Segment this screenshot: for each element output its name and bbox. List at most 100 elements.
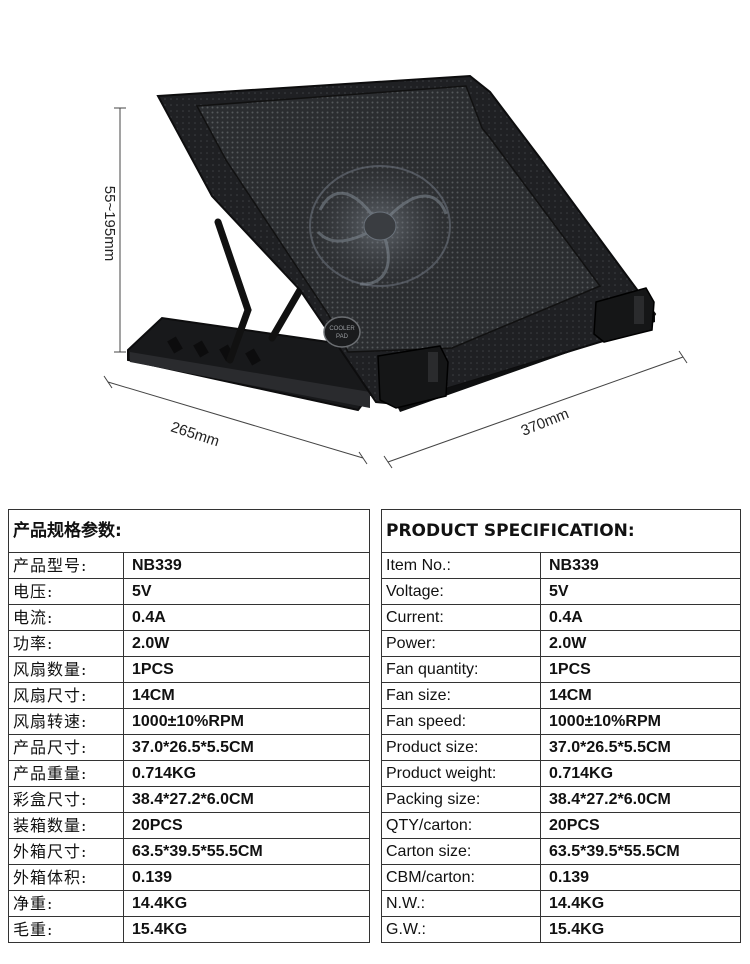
spec-label: Fan quantity: [381,656,541,683]
spec-label: Product size: [381,734,541,761]
spec-row: Fan quantity:1PCS [381,656,741,683]
spec-row: 风扇尺寸:14CM [8,682,370,709]
spec-value: 20PCS [540,812,741,839]
spec-label: 电流: [8,604,124,631]
spec-row: 彩盒尺寸:38.4*27.2*6.0CM [8,786,370,813]
spec-value: 2.0W [123,630,370,657]
spec-label: N.W.: [381,890,541,917]
spec-value: 15.4KG [123,916,370,943]
spec-value: 2.0W [540,630,741,657]
spec-value: 5V [123,578,370,605]
spec-label: Packing size: [381,786,541,813]
spec-label: Fan speed: [381,708,541,735]
spec-value: 0.139 [123,864,370,891]
dimension-width-line [383,350,688,469]
spec-value: NB339 [123,552,370,579]
spec-label: 彩盒尺寸: [8,786,124,813]
spec-value: 5V [540,578,741,605]
spec-table-title: PRODUCT SPECIFICATION: [381,509,741,553]
spec-value: 38.4*27.2*6.0CM [123,786,370,813]
spec-value: 63.5*39.5*55.5CM [123,838,370,865]
spec-value: 1000±10%RPM [123,708,370,735]
spec-label: 风扇数量: [8,656,124,683]
fan [298,154,462,298]
spec-row: Product weight:0.714KG [381,760,741,787]
spec-label: G.W.: [381,916,541,943]
left-laptop-stopper [377,345,449,409]
dimension-height-line [114,107,126,353]
spec-label: 电压: [8,578,124,605]
spec-row: Fan speed:1000±10%RPM [381,708,741,735]
spec-value: 14.4KG [540,890,741,917]
spec-row: 装箱数量:20PCS [8,812,370,839]
spec-value: 1000±10%RPM [540,708,741,735]
spec-value: 14CM [540,682,741,709]
spec-value: 1PCS [540,656,741,683]
spec-label: Power: [381,630,541,657]
spec-label: Product weight: [381,760,541,787]
spec-value: 15.4KG [540,916,741,943]
spec-row: 电流:0.4A [8,604,370,631]
spec-value: 20PCS [123,812,370,839]
right-laptop-stopper [593,287,655,343]
spec-label: 产品重量: [8,760,124,787]
spec-value: 0.139 [540,864,741,891]
spec-value: NB339 [540,552,741,579]
spec-row: Carton size:63.5*39.5*55.5CM [381,838,741,865]
spec-label: 毛重: [8,916,124,943]
spec-label: 外箱体积: [8,864,124,891]
spec-label: QTY/carton: [381,812,541,839]
spec-label: 功率: [8,630,124,657]
dimension-depth-line [103,375,368,465]
spec-label: Item No.: [381,552,541,579]
spec-value: 37.0*26.5*5.5CM [123,734,370,761]
spec-row: QTY/carton:20PCS [381,812,741,839]
spec-row: 电压:5V [8,578,370,605]
logo-text-line2: PAD [336,334,349,340]
spec-row: 外箱体积:0.139 [8,864,370,891]
spec-row: 毛重:15.4KG [8,916,370,943]
spec-label: 外箱尺寸: [8,838,124,865]
spec-value: 1PCS [123,656,370,683]
spec-value: 0.714KG [540,760,741,787]
spec-row: 外箱尺寸:63.5*39.5*55.5CM [8,838,370,865]
spec-row: Fan size:14CM [381,682,741,709]
spec-row: 风扇转速:1000±10%RPM [8,708,370,735]
spec-value: 14CM [123,682,370,709]
spec-label: CBM/carton: [381,864,541,891]
spec-row: Power:2.0W [381,630,741,657]
support-stand [214,218,304,364]
spec-value: 37.0*26.5*5.5CM [540,734,741,761]
spec-row: 产品重量:0.714KG [8,760,370,787]
spec-row: 功率:2.0W [8,630,370,657]
spec-value: 38.4*27.2*6.0CM [540,786,741,813]
cooler-pad-logo: COOLER PAD [323,316,361,348]
spec-row: Packing size:38.4*27.2*6.0CM [381,786,741,813]
spec-row: Current:0.4A [381,604,741,631]
spec-value: 0.4A [123,604,370,631]
spec-label: Voltage: [381,578,541,605]
spec-row: 风扇数量:1PCS [8,656,370,683]
spec-value: 0.4A [540,604,741,631]
spec-label: Fan size: [381,682,541,709]
spec-table-header: PRODUCT SPECIFICATION: [381,509,741,553]
spec-table-header: 产品规格参数: [8,509,370,553]
spec-label: 产品尺寸: [8,734,124,761]
spec-label: 风扇转速: [8,708,124,735]
height-dimension-label: 55~195mm [101,185,119,262]
spec-row: Voltage:5V [381,578,741,605]
logo-text-line1: COOLER [329,326,355,332]
spec-row: 产品型号:NB339 [8,552,370,579]
spec-label: 装箱数量: [8,812,124,839]
base-notches [167,336,261,366]
spec-row: Product size:37.0*26.5*5.5CM [381,734,741,761]
spec-value: 63.5*39.5*55.5CM [540,838,741,865]
spec-table-title: 产品规格参数: [8,509,370,553]
spec-row: CBM/carton:0.139 [381,864,741,891]
spec-row: 净重:14.4KG [8,890,370,917]
spec-row: Item No.:NB339 [381,552,741,579]
spec-label: Carton size: [381,838,541,865]
spec-value: 14.4KG [123,890,370,917]
